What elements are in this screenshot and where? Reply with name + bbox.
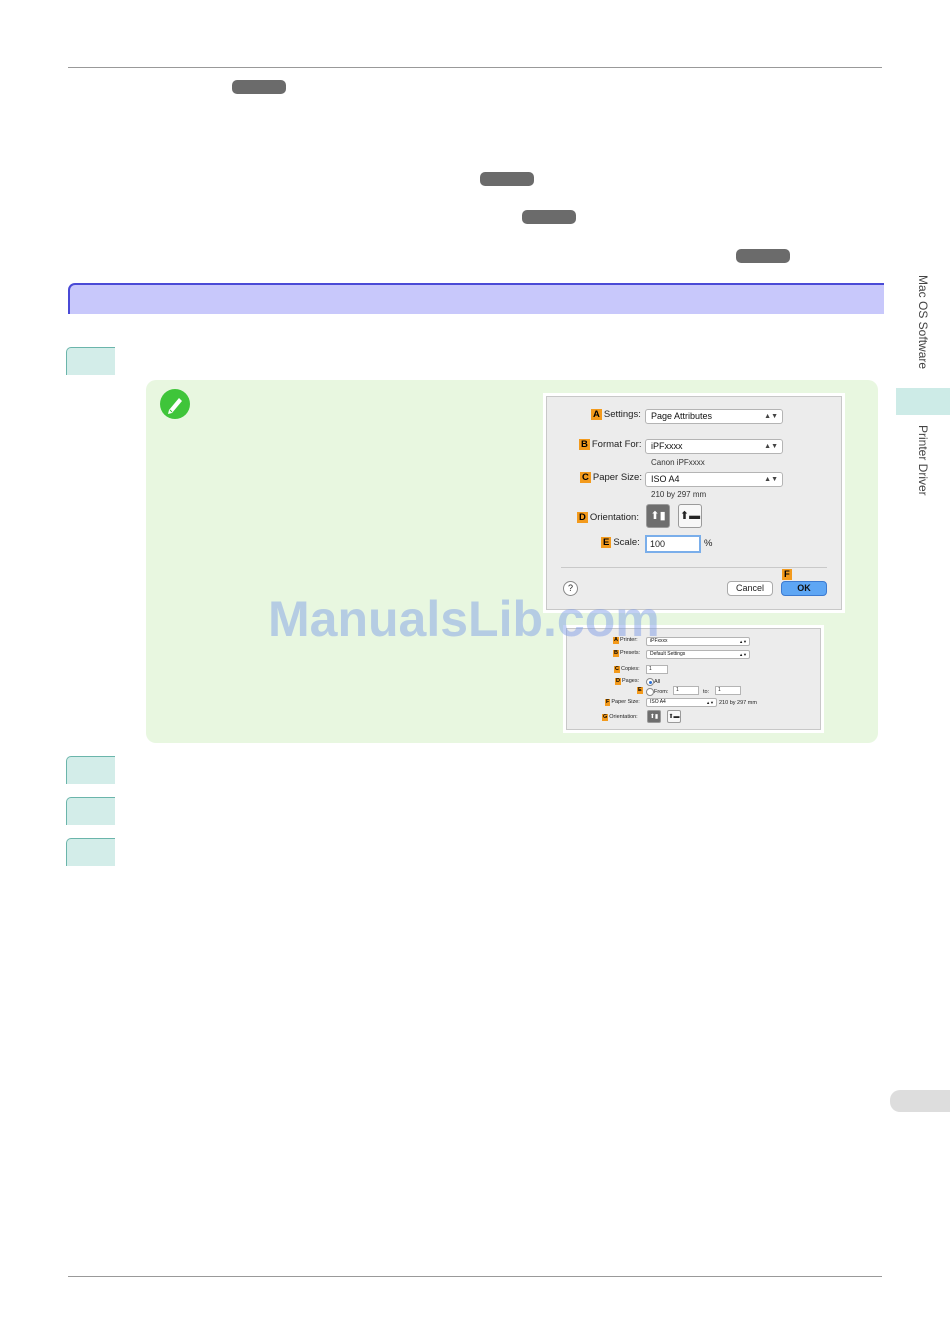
sidebar-tab-mac-os-software[interactable]: Mac OS Software (916, 275, 930, 370)
header-rule (68, 67, 882, 68)
portrait-orientation-button[interactable]: ⬆︎▮ (646, 504, 670, 528)
landscape-person-icon: ⬆︎▬ (668, 714, 680, 720)
stepper-arrows-icon: ▲▼ (739, 652, 747, 657)
scale-input[interactable]: 100 (645, 535, 701, 553)
reference-link-pill[interactable] (480, 172, 534, 186)
from-label: From: (654, 689, 669, 695)
pages-range-radio[interactable] (646, 688, 654, 696)
reference-link-pill[interactable] (522, 210, 576, 224)
portrait-person-icon: ⬆︎▮ (650, 510, 666, 522)
stepper-arrows-icon: ▲▼ (739, 639, 747, 644)
cancel-button[interactable]: Cancel (727, 581, 773, 596)
presets-select[interactable]: Default Settings▲▼ (646, 650, 750, 659)
to-input[interactable]: 1 (715, 686, 741, 695)
print-portrait-button[interactable]: ⬆︎▮ (647, 710, 661, 723)
print-landscape-button[interactable]: ⬆︎▬ (667, 710, 681, 723)
from-input[interactable]: 1 (673, 686, 699, 695)
section-heading-bar (68, 283, 884, 314)
sidebar-tab-printer-driver[interactable]: Printer Driver (916, 425, 930, 496)
pages-all-label: All (654, 679, 661, 685)
pencil-note-icon (160, 389, 190, 419)
step-marker-2 (66, 756, 115, 784)
footer-rule (68, 1276, 882, 1277)
stepper-arrows-icon: ▲▼ (706, 700, 714, 705)
print-paper-size-sub: 210 by 297 mm (719, 700, 757, 706)
reference-link-pill[interactable] (232, 80, 286, 94)
copies-input[interactable]: 1 (646, 665, 668, 674)
watermark: ManualsLib.com (268, 591, 660, 647)
from-marker: E (637, 687, 643, 694)
landscape-orientation-button[interactable]: ⬆︎▬ (678, 504, 702, 528)
sidebar-tab-highlight (896, 388, 950, 415)
printer-select[interactable]: iPFxxxx▲▼ (646, 637, 750, 646)
reference-link-pill[interactable] (736, 249, 790, 263)
ok-marker: F (782, 569, 792, 580)
portrait-person-icon: ⬆︎▮ (649, 714, 659, 720)
print-paper-size-select[interactable]: ISO A4▲▼ (646, 698, 717, 707)
landscape-person-icon: ⬆︎▬ (679, 510, 701, 522)
step-marker-4 (66, 838, 115, 866)
paper-size-select[interactable]: ISO A4▲▼ (645, 472, 783, 487)
ok-button[interactable]: OK (781, 581, 827, 596)
stepper-arrows-icon: ▲▼ (764, 476, 778, 483)
format-for-select[interactable]: iPFxxxx▲▼ (645, 439, 783, 454)
help-button[interactable]: ? (563, 581, 578, 596)
dialog-divider (561, 567, 827, 568)
step-marker-3 (66, 797, 115, 825)
paper-size-sub: 210 by 297 mm (651, 490, 707, 499)
to-label: to: (703, 689, 710, 695)
stepper-arrows-icon: ▲▼ (764, 413, 778, 420)
step-marker-1 (66, 347, 115, 375)
page-number-tab (890, 1090, 950, 1112)
stepper-arrows-icon: ▲▼ (764, 443, 778, 450)
scale-unit: % (704, 538, 713, 549)
settings-select[interactable]: Page Attributes▲▼ (645, 409, 783, 424)
pages-all-radio[interactable] (646, 678, 654, 686)
format-for-sub: Canon iPFxxxx (651, 458, 705, 467)
